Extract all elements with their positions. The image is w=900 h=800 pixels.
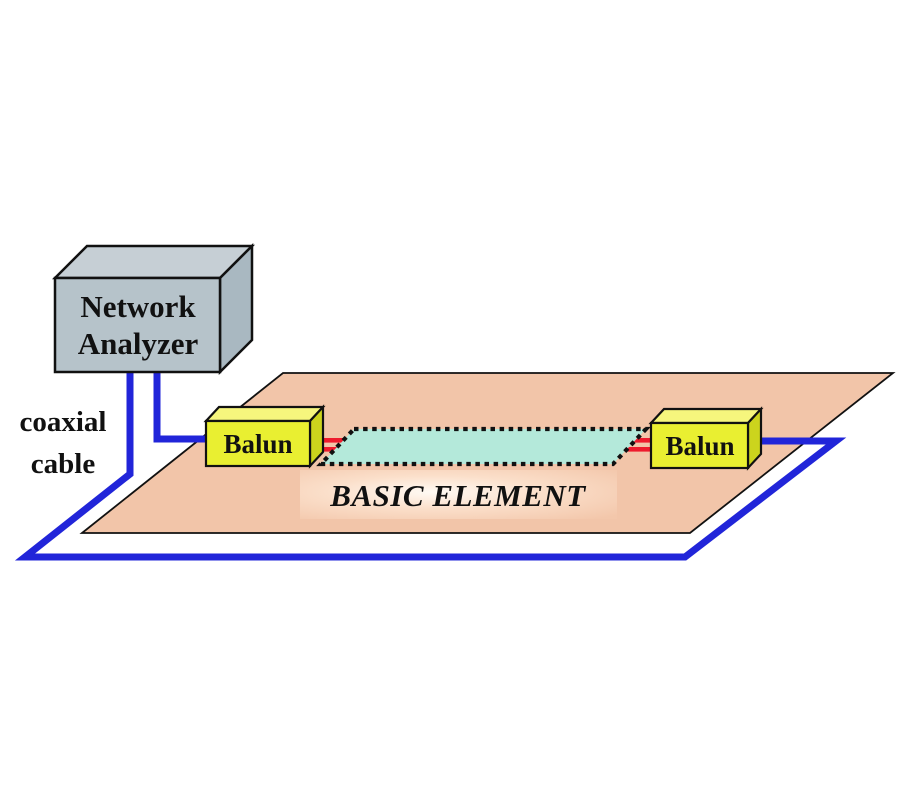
feed-line-right-bottom	[615, 447, 653, 452]
balun-right-box: Balun	[648, 406, 764, 471]
balun-left-front-face	[204, 419, 312, 468]
basic-element-region	[316, 426, 651, 467]
balun-left-label: Balun	[223, 429, 292, 459]
basic-element-label: BASIC ELEMENT	[329, 478, 586, 513]
coaxial-cable-to-left-balun	[153, 372, 210, 443]
coaxial-cable-label: coaxial cable	[20, 406, 107, 480]
basic-element-label-background	[300, 470, 617, 519]
balun-right-front-face	[649, 421, 750, 470]
network-analyzer-top-face	[51, 244, 256, 280]
balun-left-box: Balun	[203, 404, 326, 469]
network-analyzer-front-face	[53, 276, 222, 374]
network-analyzer-box: Network Analyzer	[51, 242, 256, 376]
balun-left-top-face	[203, 405, 326, 423]
feed-line-left-bottom	[306, 447, 352, 452]
network-analyzer-label-line2: Analyzer	[78, 326, 199, 361]
network-analyzer-label-line1: Network	[80, 289, 196, 324]
coaxial-cable-loop	[14, 372, 847, 561]
coaxial-cable-label-line1: coaxial	[20, 406, 107, 438]
balun-right-label: Balun	[665, 431, 734, 461]
feed-line-left-top	[306, 438, 352, 443]
coaxial-cable-label-line2: cable	[31, 448, 96, 480]
balun-right-top-face	[648, 407, 764, 425]
